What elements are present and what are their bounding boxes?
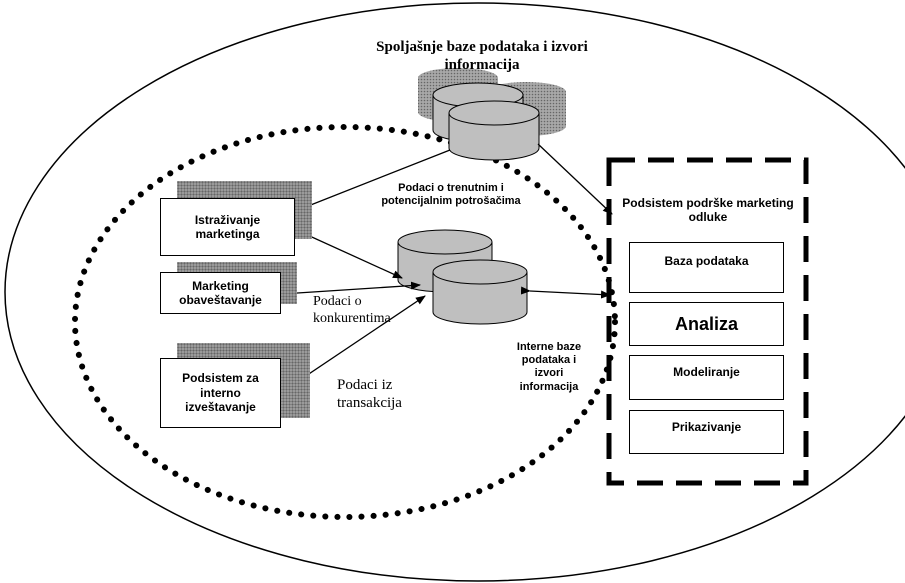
decision-support-item-display: Prikazivanje: [629, 410, 784, 454]
subsystem-box-marketing-intelligence: Marketing obaveštavanje: [160, 272, 281, 314]
customers-database-label: Podaci o trenutnim i potencijalnim potro…: [381, 182, 521, 208]
decision-support-item-label: Analiza: [674, 313, 739, 334]
decision-support-title: Podsistem podrške marketing odluke: [622, 196, 794, 225]
decision-support-item-label: Prikazivanje: [671, 420, 742, 434]
arrow-external-to-decision-support: [537, 143, 613, 215]
decision-support-item-label: Baza podataka: [664, 253, 749, 268]
customers-database-icon: [397, 229, 528, 325]
decision-support-item-database: Baza podataka: [629, 242, 784, 293]
subsystem-box-internal-reporting: Podsistem za interno izveštavanje: [160, 358, 281, 428]
arrow-database-decision-support: [520, 286, 611, 299]
decision-support-item-modeling: Modeliranje: [629, 355, 784, 400]
decision-support-item-analysis: Analiza: [629, 302, 784, 346]
internal-database-label: Interne baze podataka i izvori informaci…: [516, 341, 582, 393]
flow-label-transactions: Podaci iz transakcija: [337, 377, 402, 411]
flow-label-competitors: Podaci o konkurentima: [313, 294, 391, 326]
external-database-label: Spoljašnje baze podataka i izvori inform…: [376, 39, 588, 73]
decision-support-item-label: Modeliranje: [673, 364, 740, 379]
subsystem-label: Marketing obaveštavanje: [179, 278, 262, 307]
arrow-intelligence-to-database: [281, 281, 421, 295]
external-database-icon: [418, 68, 566, 161]
decision-support-dashed-box: [606, 157, 809, 486]
subsystem-label: Istraživanje marketinga: [194, 212, 261, 241]
environment-ellipse: [4, 2, 905, 582]
subsystem-label: Podsistem za interno izveštavanje: [182, 371, 259, 415]
arrow-external-to-research: [297, 149, 451, 211]
internal-system-dotted-ellipse: [72, 124, 618, 520]
subsystem-box-marketing-research: Istraživanje marketinga: [160, 198, 295, 256]
